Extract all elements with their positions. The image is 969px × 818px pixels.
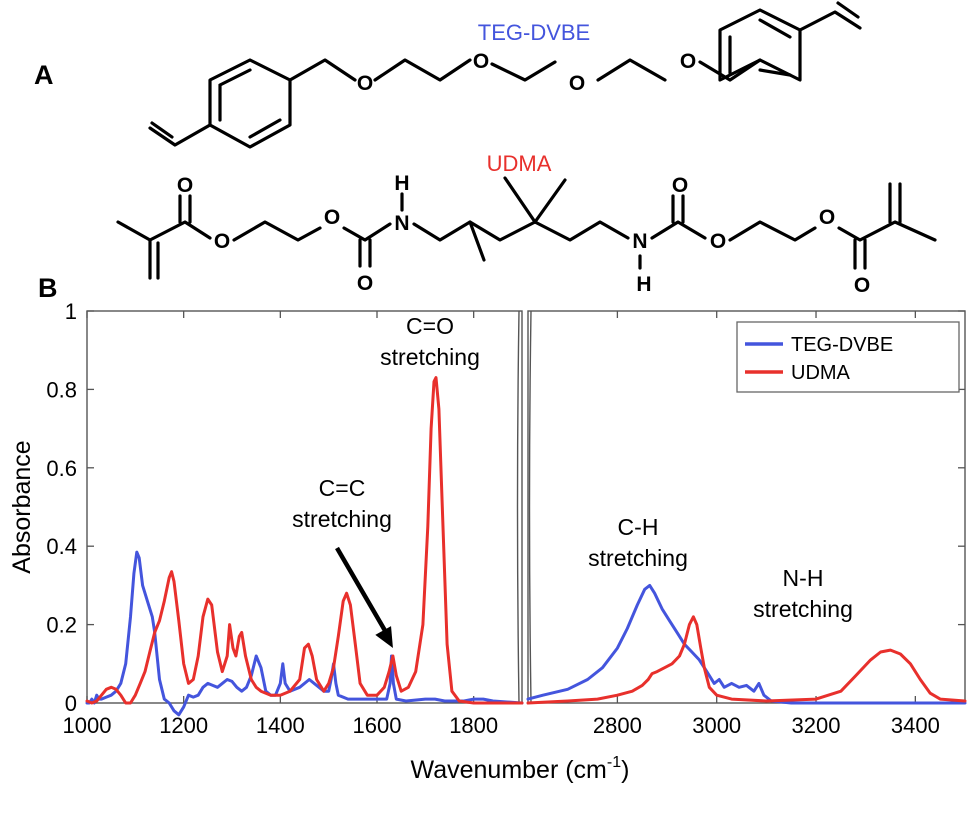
axis-break-left (516, 310, 520, 704)
annotation-4-line-1: N-H (783, 565, 824, 591)
x-tick-label: 1600 (353, 713, 402, 738)
udma-oxygen-5: O (672, 174, 688, 197)
x-tick-label: 2800 (593, 713, 642, 738)
x-axis-label-suffix: ) (621, 756, 629, 784)
x-tick-label: 3200 (792, 713, 841, 738)
y-axis-label: Absorbance (8, 440, 36, 573)
x-axis-label: Wavenumber (cm-1) (411, 754, 630, 784)
panel-b-label: B (38, 273, 58, 303)
x-tick-label: 1800 (449, 713, 498, 738)
udma-name: UDMA (487, 151, 552, 176)
annotation-1-line-2: stretching (380, 344, 480, 370)
annotation-2-line-2: stretching (292, 506, 392, 532)
x-tick-label: 1000 (63, 713, 112, 738)
x-axis-label-text: Wavenumber (cm (411, 756, 607, 784)
teg-oxygen-3: O (569, 72, 585, 95)
teg-dvbe-structure: TEG-DVBE O O O O (148, 1, 862, 149)
y-tick-label: 1 (65, 299, 77, 324)
annotation-3-line-1: C-H (618, 514, 659, 540)
x-tick-label: 3400 (891, 713, 940, 738)
x-tick-label: 1200 (159, 713, 208, 738)
y-tick-label: 0 (65, 691, 77, 716)
x-tick-label: 3000 (692, 713, 741, 738)
udma-oxygen-1: O (177, 174, 193, 197)
x-axis-label-superscript: -1 (607, 754, 621, 771)
series-teg-dvbe-segment-1 (85, 550, 524, 717)
udma-oxygen-2: O (214, 230, 230, 253)
annotation-arrow-head (375, 626, 393, 648)
axis-break-right (528, 310, 532, 704)
x-tick-label: 1400 (256, 713, 305, 738)
annotation-2-line-1: C=C (319, 475, 366, 501)
panel-a-label: A (34, 60, 54, 90)
teg-dvbe-name: TEG-DVBE (478, 20, 590, 45)
annotation-3-line-2: stretching (588, 545, 688, 571)
teg-oxygen-1: O (357, 72, 373, 95)
y-tick-label: 0.6 (46, 456, 77, 481)
y-tick-label: 0.4 (46, 534, 77, 559)
udma-oxygen-8: O (854, 274, 870, 297)
legend-box (736, 321, 960, 393)
series-teg-dvbe-segment-2 (526, 583, 967, 705)
series-udma-segment-1 (85, 376, 524, 705)
udma-oxygen-6: O (710, 230, 726, 253)
y-tick-label: 0.8 (46, 377, 77, 402)
series-udma-segment-2 (526, 615, 967, 705)
udma-oxygen-4: O (357, 272, 373, 295)
teg-oxygen-2: O (473, 50, 489, 73)
annotation-arrow-shaft (335, 546, 389, 636)
teg-oxygen-4: O (680, 50, 696, 73)
udma-hydrogen-1: H (394, 172, 409, 195)
legend-label-2: UDMA (791, 362, 851, 384)
udma-nitrogen-2: N (632, 230, 647, 253)
udma-structure: UDMA O O O O N H N H O O O (116, 151, 937, 297)
udma-nitrogen-1: N (394, 212, 409, 235)
udma-oxygen-7: O (819, 206, 835, 229)
ftir-chart: 0 0.2 0.4 0.6 0.8 1 1000 1200 1400 1600 1800 2800 30… (8, 299, 967, 784)
udma-oxygen-3: O (324, 206, 340, 229)
annotation-1-line-1: C=O (406, 313, 454, 339)
plot-frame-1 (86, 310, 523, 704)
udma-hydrogen-2: H (636, 273, 651, 296)
annotation-4-line-2: stretching (753, 596, 853, 622)
legend-label-1: TEG-DVBE (791, 334, 893, 356)
y-tick-label: 0.2 (46, 613, 77, 638)
